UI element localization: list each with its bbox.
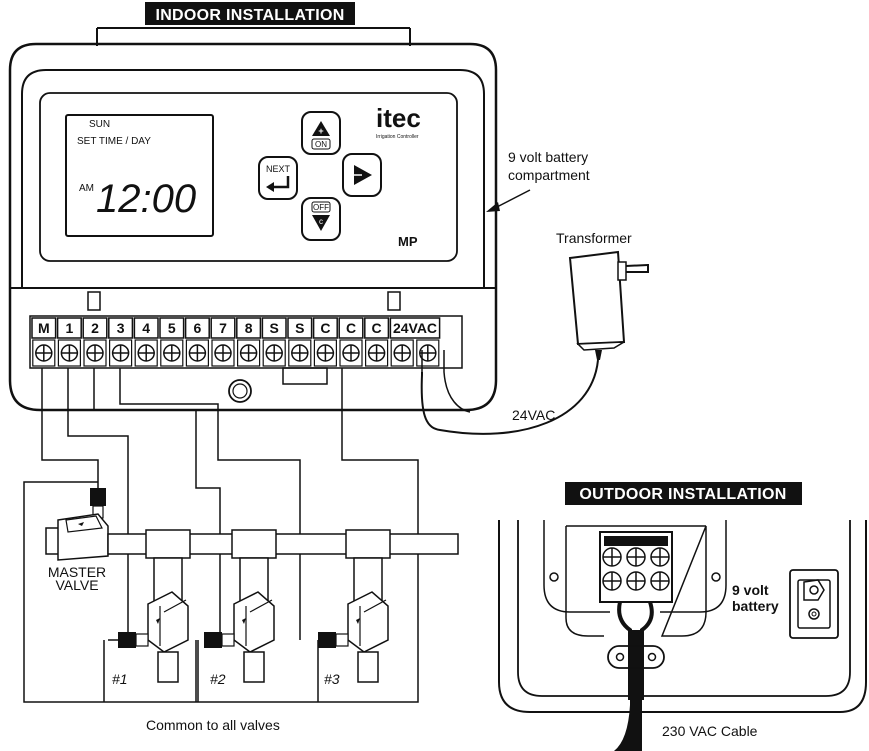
brand-logo: itec	[376, 103, 421, 133]
controller-door	[21, 69, 485, 289]
svg-text:+: +	[318, 126, 323, 136]
controller: SUN SET TIME / DAY AM 12:00 itec Irrigat…	[8, 27, 498, 412]
terminal-label: C	[346, 320, 356, 336]
battery-pointer	[494, 189, 531, 209]
terminal-label: 24VAC	[393, 320, 437, 336]
on-button-label: ON	[315, 140, 327, 149]
outdoor-enclosure	[498, 520, 867, 751]
terminal-label: 4	[142, 320, 150, 336]
terminal-label: 6	[194, 320, 202, 336]
transformer-cable	[420, 359, 599, 435]
model-label: MP	[398, 234, 418, 249]
master-valve-label-1: MASTER	[48, 564, 106, 580]
zone-valve	[204, 557, 275, 683]
battery-compartment-label-1: 9 volt battery	[508, 149, 588, 165]
terminal-strip	[29, 315, 463, 369]
off-button-label: OFF	[313, 203, 329, 212]
lcd-time: 12:00	[96, 177, 196, 221]
lcd-mode: SET TIME / DAY	[77, 136, 151, 147]
zone-valve	[318, 557, 389, 683]
outdoor-battery-label-2: battery	[732, 598, 779, 614]
valve-label-1: #1	[112, 671, 128, 687]
brand-subtitle: Irrigation Controller	[376, 134, 419, 140]
battery-compartment-label-2: compartment	[508, 167, 590, 183]
solenoid	[318, 632, 336, 648]
next-button-label: NEXT	[266, 164, 291, 174]
terminal-label: C	[320, 320, 330, 336]
zone-valve	[118, 557, 189, 683]
indoor-title-bg	[145, 2, 355, 25]
terminal-label: S	[295, 320, 304, 336]
advance-button[interactable]	[342, 153, 382, 197]
terminal-label: 3	[117, 320, 125, 336]
terminal-label: 5	[168, 320, 176, 336]
off-button[interactable]: OFF c	[301, 197, 341, 241]
transformer-label: Transformer	[556, 230, 632, 246]
terminal-label: S	[270, 320, 279, 336]
terminal-label: C	[372, 320, 382, 336]
on-button[interactable]: + ON	[301, 111, 341, 155]
svg-text:c: c	[319, 217, 323, 226]
terminal-label: 1	[66, 320, 74, 336]
lcd-ampm: AM	[79, 183, 94, 194]
outdoor-battery-label-1: 9 volt	[732, 582, 769, 598]
terminal-label: M	[38, 320, 50, 336]
arrow-right-icon	[354, 165, 372, 185]
next-button[interactable]: NEXT	[258, 156, 298, 200]
vac24-label: 24VAC	[512, 407, 555, 423]
zone-valves	[118, 557, 389, 683]
outdoor-title-bg	[565, 482, 802, 505]
master-valve-label-2: VALVE	[55, 577, 98, 593]
terminal-label: 7	[219, 320, 227, 336]
arrow-up-icon	[312, 121, 330, 136]
mounting-screw	[228, 379, 252, 403]
indoor-title: INDOOR INSTALLATION	[155, 7, 344, 24]
faceplate	[39, 92, 458, 262]
master-valve	[45, 513, 109, 561]
cable-end	[614, 705, 642, 751]
cable-label: 230 VAC Cable	[662, 723, 758, 739]
lcd-screen	[65, 114, 214, 237]
solenoid	[118, 632, 136, 648]
terminal-label: 2	[91, 320, 99, 336]
main-pipe	[107, 529, 459, 559]
valve-label-2: #2	[210, 671, 226, 687]
common-label: Common to all valves	[146, 717, 280, 733]
solenoid	[204, 632, 222, 648]
valve-label-3: #3	[324, 671, 340, 687]
master-solenoid	[90, 488, 106, 506]
arrow-down-icon	[312, 215, 330, 231]
enter-icon	[272, 176, 290, 189]
lcd-day: SUN	[89, 119, 110, 130]
terminal-label: 8	[245, 320, 253, 336]
transformer	[568, 250, 649, 360]
outdoor-title: OUTDOOR INSTALLATION	[579, 486, 786, 503]
controller-housing	[8, 42, 498, 412]
